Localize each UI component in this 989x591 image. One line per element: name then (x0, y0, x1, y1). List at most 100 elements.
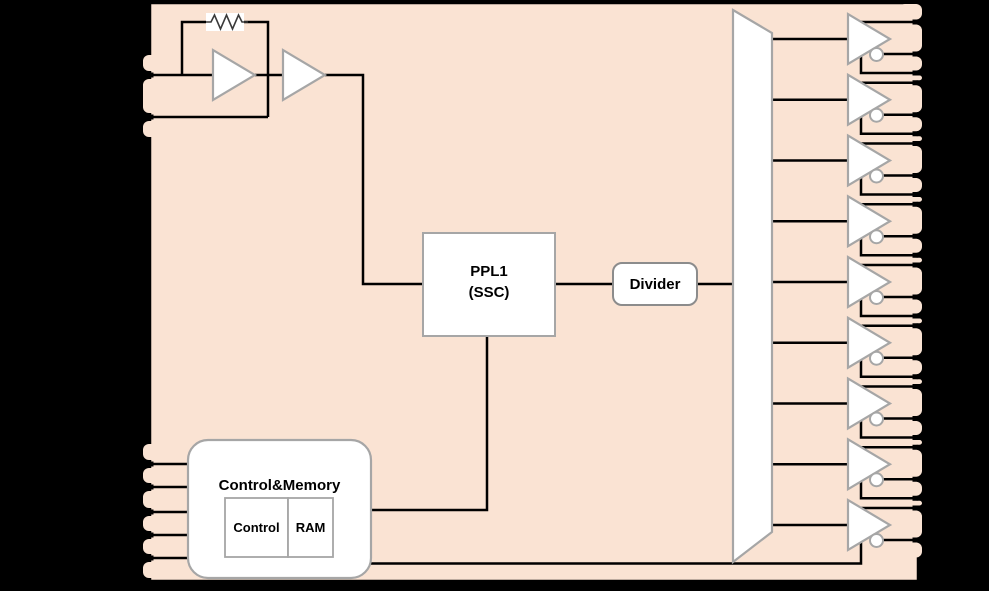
pin-tab-right (899, 440, 922, 445)
output-buffer-triangle (846, 194, 893, 249)
output-pin-dot (912, 80, 918, 86)
pin-tab-right (899, 360, 922, 375)
control-pin-dot (148, 555, 154, 561)
buffer-aux-output-wire (859, 177, 918, 196)
pin-tab-right (899, 117, 922, 132)
output-pin-dot (912, 262, 918, 268)
output-buffer-triangle (846, 255, 893, 309)
pin-tab-left (143, 491, 166, 508)
output-pin-dot (912, 233, 918, 239)
divider-block (612, 262, 698, 306)
inversion-bubble (869, 411, 884, 427)
pin-tab-right (899, 56, 922, 71)
pin-tab-right (899, 136, 922, 141)
pin-tab-right (899, 500, 922, 506)
pin-tab-right (899, 24, 922, 52)
pin-tab-left (143, 79, 166, 113)
pin-tab-left (143, 468, 166, 483)
pin-tab-right (899, 328, 922, 356)
output-buffer-triangle (846, 315, 893, 370)
pin-tab-left (143, 444, 166, 460)
control-enable-wire (371, 542, 863, 565)
output-buffer-triangle (846, 72, 893, 127)
inversion-bubble (869, 533, 884, 548)
pin-tab-left (143, 121, 166, 137)
buffer-aux-output-wire (859, 481, 918, 500)
output-pin-dot (912, 495, 918, 501)
output-pin-dot (912, 141, 918, 146)
output-pin-dot (912, 416, 918, 421)
pin-tab-left (143, 562, 166, 578)
xin-pin-dot (148, 72, 154, 78)
pin-tab-right (899, 75, 922, 81)
osc-to-pll-wire (325, 73, 423, 286)
output-pin-dot (912, 201, 918, 207)
output-pin-dot (912, 323, 918, 329)
pin-tab-right (899, 238, 922, 253)
output-pin-dot (912, 313, 918, 319)
inversion-bubble (869, 290, 884, 305)
pin-tab-right (899, 318, 922, 324)
clock-distribution-mux (731, 8, 774, 565)
control-pin-dot (148, 461, 154, 467)
inversion-bubble (869, 168, 884, 184)
osc-amp-triangle (211, 48, 258, 102)
output-pin-dot (912, 252, 918, 258)
output-pin-dot (912, 355, 918, 361)
output-pin-dot (912, 384, 918, 389)
inversion-bubble (869, 229, 884, 245)
output-pin-dot (912, 131, 918, 137)
buffer-aux-output-wire (859, 299, 918, 318)
buffer-aux-output-wire (859, 56, 918, 75)
control-pin-dot (148, 509, 154, 515)
control-pin-dot (148, 532, 154, 538)
output-pin-dot (912, 112, 918, 118)
output-pin-dot (912, 19, 918, 25)
output-pin-dot (912, 294, 918, 300)
pin-tab-right (899, 4, 922, 20)
inversion-bubble (869, 350, 884, 366)
xout-pin-dot (148, 114, 154, 120)
pin-tab-right (899, 542, 922, 558)
output-buffer-triangle (846, 376, 893, 431)
osc-amp-triangle (281, 48, 328, 102)
pin-tab-right (899, 85, 922, 113)
pin-tab-left (143, 539, 166, 554)
pin-tab-right (899, 449, 922, 477)
output-pin-dot (912, 435, 918, 440)
pin-tab-right (899, 379, 922, 384)
output-pin-dot (912, 537, 918, 543)
pin-tab-right (899, 178, 922, 192)
inversion-bubble (869, 47, 884, 62)
inversion-bubble (869, 107, 884, 123)
output-pin-dot (912, 70, 918, 76)
pin-tab-right (899, 267, 922, 295)
output-pin-dot (912, 374, 918, 380)
feedback-wire-right (244, 20, 270, 117)
inversion-bubble (869, 472, 884, 488)
control-to-pll-wire (371, 336, 489, 512)
pin-tab-right (899, 481, 922, 496)
feedback-wire-left (180, 20, 206, 75)
resistor-zigzag (206, 12, 248, 32)
output-pin-dot (912, 51, 918, 57)
pin-tab-right (899, 510, 922, 538)
buffer-aux-output-wire (859, 238, 918, 257)
control-pin-dot (148, 484, 154, 490)
output-pin-dot (912, 476, 918, 482)
output-pin-dot (912, 173, 918, 178)
pin-tab-right (899, 206, 922, 234)
output-pin-dot (912, 444, 918, 450)
ram-block (287, 497, 334, 558)
pin-tab-right (899, 197, 922, 202)
output-buffer-triangle (846, 133, 893, 188)
output-buffer-triangle (846, 437, 893, 492)
output-buffer-triangle (846, 498, 893, 552)
pll-block (422, 232, 556, 337)
buffer-aux-output-wire (859, 420, 918, 439)
buffer-aux-output-wire (859, 359, 918, 378)
control-block (224, 497, 289, 558)
pin-tab-right (899, 421, 922, 435)
